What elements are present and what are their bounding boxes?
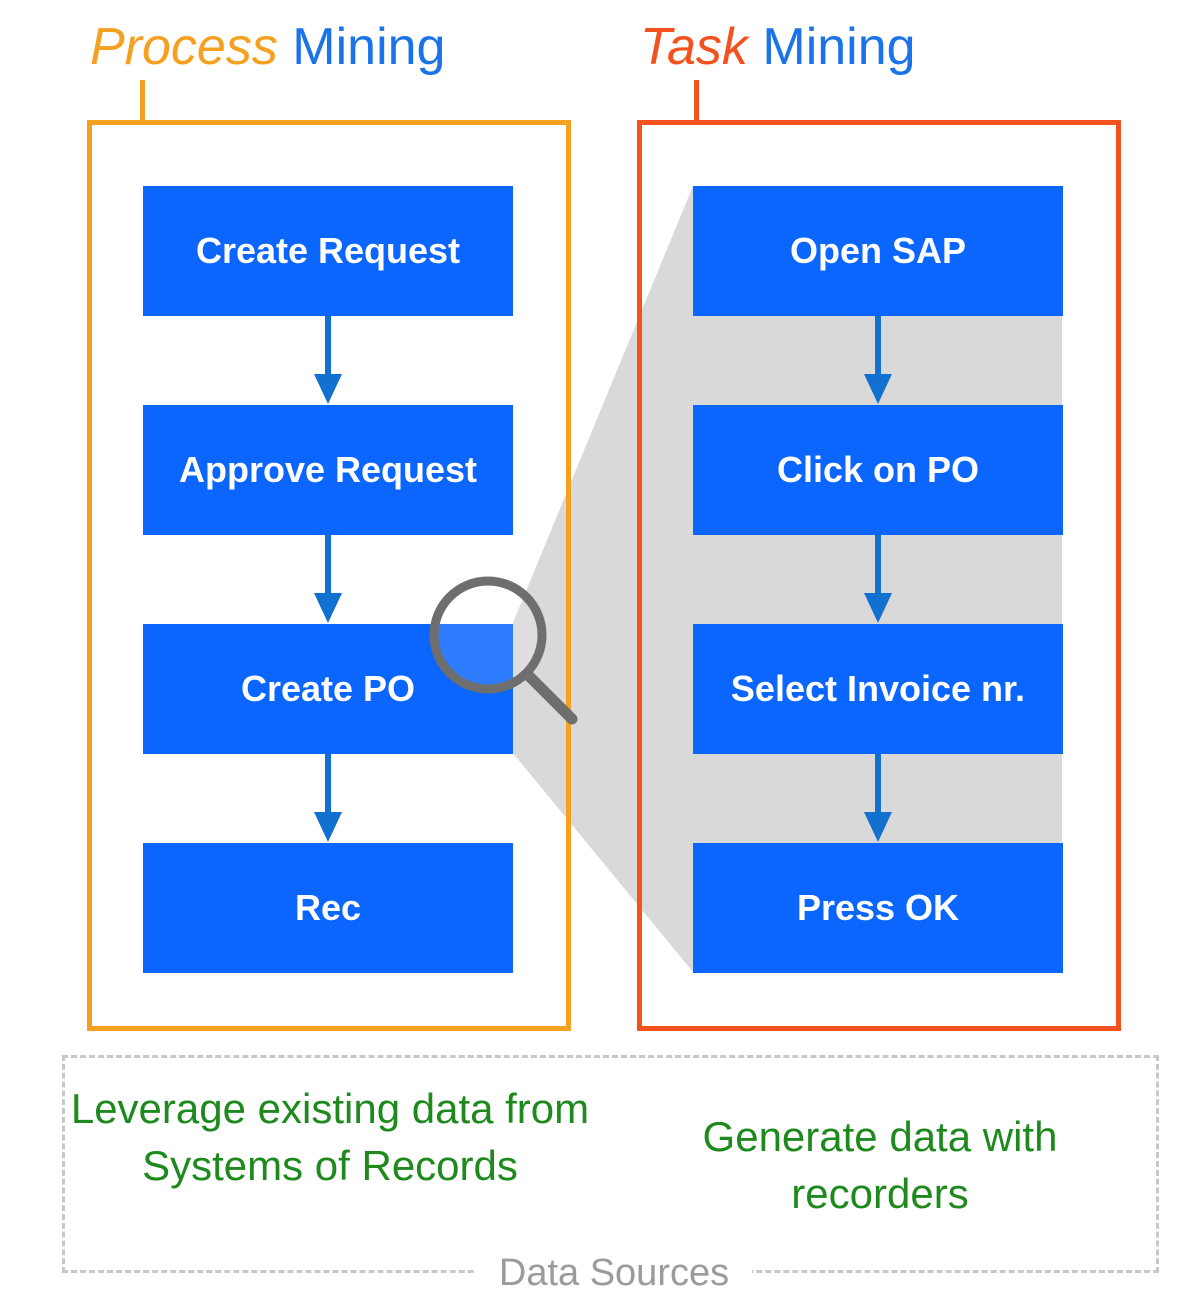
task-mining-heading: Task Mining — [640, 12, 916, 82]
process-step-rec: Rec — [143, 843, 513, 973]
process-data-note: Leverage existing data from Systems of R… — [70, 1085, 590, 1189]
process-mining-panel — [87, 120, 571, 1031]
task-mining-panel — [637, 120, 1121, 1031]
process-step-approve-request: Approve Request — [143, 405, 513, 535]
task-step-press-ok: Press OK — [693, 843, 1063, 973]
process-mining-word: Mining — [292, 18, 446, 76]
process-step-create-po: Create PO — [143, 624, 513, 754]
process-step-create-request: Create Request — [143, 186, 513, 316]
process-arrow-2 — [314, 535, 342, 623]
task-arrow-2 — [864, 535, 892, 623]
process-arrow-1 — [314, 316, 342, 404]
magnifier-icon — [429, 576, 578, 725]
task-mining-word: Mining — [762, 18, 916, 76]
task-arrow-3 — [864, 754, 892, 842]
task-step-open-sap: Open SAP — [693, 186, 1063, 316]
task-step-select-invoice: Select Invoice nr. — [693, 624, 1063, 754]
task-data-note: Generate data with recorders — [702, 1113, 1058, 1217]
task-step-click-on-po: Click on PO — [693, 405, 1063, 535]
process-arrow-3 — [314, 754, 342, 842]
task-word: Task — [640, 18, 748, 76]
task-arrow-1 — [864, 316, 892, 404]
data-sources-label: Data Sources — [476, 1247, 752, 1301]
process-mining-heading: Process Mining — [90, 12, 445, 82]
process-heading-connector — [140, 80, 145, 122]
process-word: Process — [90, 18, 278, 76]
task-heading-connector — [694, 80, 699, 122]
